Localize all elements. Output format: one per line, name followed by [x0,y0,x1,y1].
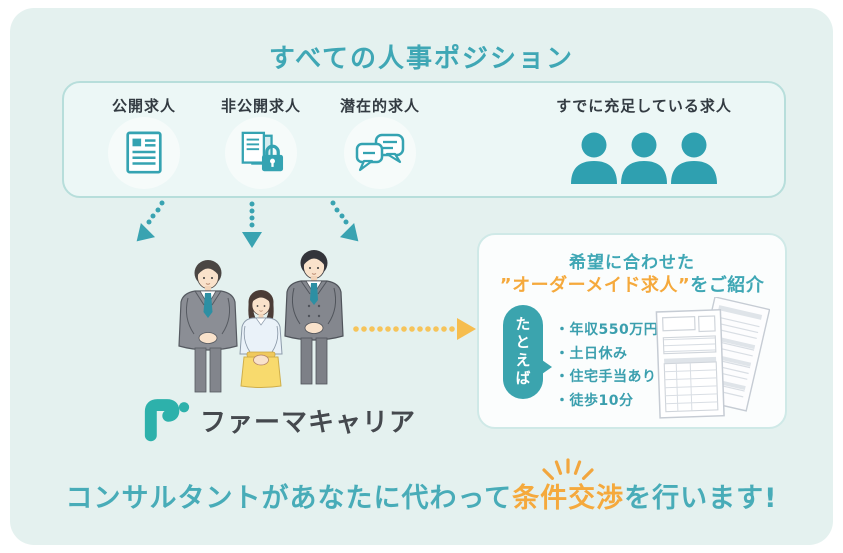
infographic-stage: すべての人事ポジション 公開求人 非公開求人 潜在的求人 すでに充足している求人 [10,8,833,545]
offer-heading-suffix: をご紹介 [690,275,765,296]
offer-box: 希望に合わせた ”オーダーメイド求人”をご紹介 たとえば ・年収550万円 ・土… [477,233,787,429]
document-icon [126,131,162,174]
brand-logo-text: ファーマキャリア [200,407,417,438]
sparkle-icon [542,458,594,480]
offer-bullet: ・土日休み [555,345,628,362]
positions-box: 公開求人 非公開求人 潜在的求人 すでに充足している求人 [62,81,786,198]
filled-people-icon [571,132,717,184]
right-dotted-arrow-icon [353,318,476,340]
footer-suffix: を行います! [624,483,778,514]
brand-logo: ファーマキャリア [144,398,416,442]
footer-highlight-text: 条件交渉 [512,483,625,514]
position-label-filled: すでに充足している求人 [556,97,732,115]
consultants-illustration [178,250,344,393]
footer-highlight: 条件交渉 [512,458,625,515]
offer-heading-highlight: ”オーダーメイド求人” [499,275,691,296]
chat-bubbles-icon-circle [344,117,416,189]
locked-documents-icon-circle [225,117,297,189]
example-bubble-label: たとえば [513,316,532,388]
example-bubble: たとえば [503,305,552,399]
position-label-public: 公開求人 [111,97,177,115]
down-dotted-arrows [136,200,359,248]
job-sheets-illustration [655,297,770,419]
offer-heading-line1: 希望に合わせた [569,253,695,273]
pharmacareer-logo-mark [144,399,190,442]
chat-bubbles-icon [355,133,405,172]
offer-bullet: ・住宅手当あり [555,369,657,385]
footer-message: コンサルタントがあなたに代わって条件交渉を行います! [10,458,833,515]
offer-bullet: ・年収550万円 [555,322,659,338]
position-label-private: 非公開求人 [220,97,302,115]
example-bubble-tail [542,359,552,374]
document-icon-circle [108,117,180,189]
position-label-latent: 潜在的求人 [339,97,421,115]
offer-heading-line2: ”オーダーメイド求人”をご紹介 [479,271,785,297]
locked-documents-icon [241,131,284,172]
offer-bullet: ・徒歩10分 [555,392,634,409]
page-title: すべての人事ポジション [268,44,575,74]
footer-prefix: コンサルタントがあなたに代わって [65,483,513,514]
offer-bullet-list: ・年収550万円 ・土日休み ・住宅手当あり ・徒歩10分 [555,319,658,413]
